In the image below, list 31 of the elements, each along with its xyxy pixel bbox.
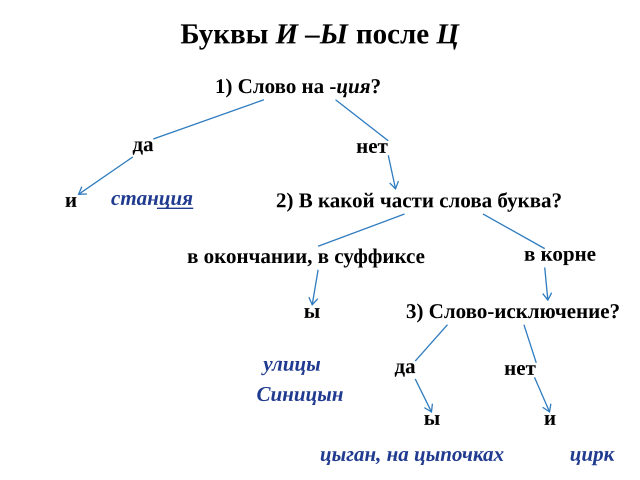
question-text: 3) Слово-исключение? [406, 303, 619, 323]
connector-line [523, 324, 537, 363]
connector-line [153, 99, 264, 140]
answer-text: да [132, 141, 154, 155]
answer-text: нет [504, 364, 536, 376]
connector-line [414, 324, 448, 362]
arrow [534, 376, 552, 413]
connector-line [335, 99, 389, 142]
question-text: 2) В какой части слова буква? [276, 192, 561, 212]
letter-text: ы [304, 308, 320, 318]
connector-line [318, 213, 405, 247]
example-word: цыган, на цыпочках [320, 450, 504, 466]
answer-text: нет [356, 142, 388, 154]
example-word: станция [111, 194, 194, 210]
example-word: Синицын [257, 386, 343, 406]
answer-text: да [394, 363, 416, 377]
letter-text: и [544, 415, 556, 425]
arrow [414, 378, 434, 413]
example-word: улицы [261, 360, 320, 376]
title: Буквы И –Ы после Ц [180, 24, 460, 50]
arrow [542, 267, 552, 302]
letter-text: и [66, 197, 76, 207]
letter-text: ы [424, 415, 440, 425]
example-word: цирк [570, 450, 615, 466]
answer-text: в окончании, в суффиксе [188, 248, 424, 268]
answer-text: в корне [524, 250, 596, 266]
arrow [78, 156, 134, 195]
arrow [308, 270, 319, 306]
connector-line [482, 213, 546, 250]
question-text: 1) Слово на -ция? [216, 78, 380, 98]
arrow [388, 155, 400, 190]
